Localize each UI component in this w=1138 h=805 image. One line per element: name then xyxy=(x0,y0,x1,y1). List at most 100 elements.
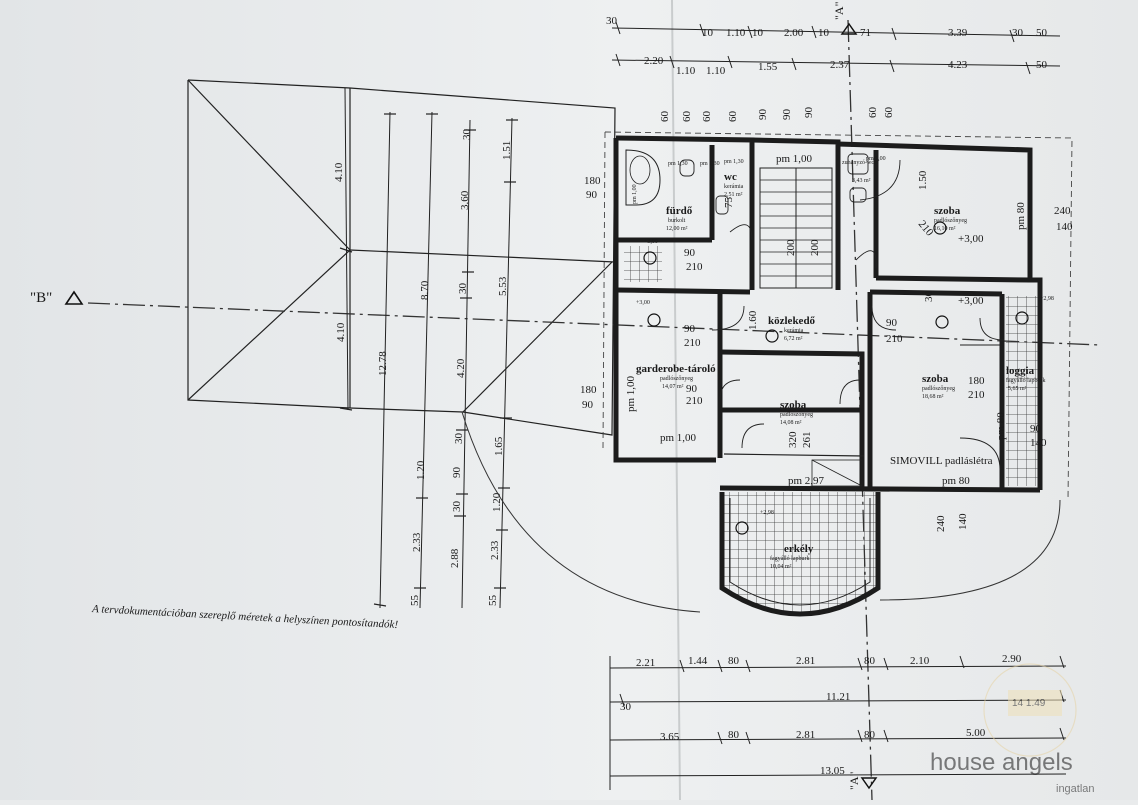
svg-text:padlószőnyeg: padlószőnyeg xyxy=(922,386,955,392)
level-mark-2: pm 1,30 xyxy=(700,161,720,167)
height-marks: +3,00 +3,00 +3,00 +3,00 +2,98 +2,98 xyxy=(636,221,1054,535)
svg-text:16,10 m²: 16,10 m² xyxy=(934,226,956,232)
left-dim-c6: 2.88 xyxy=(449,548,461,568)
bottom-dim-3-1: 80 xyxy=(728,729,740,741)
section-line-b: "B" xyxy=(30,290,1101,346)
svg-text:fagyálló lapburk: fagyálló lapburk xyxy=(1006,377,1046,384)
bottom-dim-1-3: 2.81 xyxy=(796,655,815,667)
door-dim-180a: 180 xyxy=(584,175,601,187)
level-symbol-icon xyxy=(735,521,749,535)
svg-text:erkély: erkély xyxy=(784,543,814,555)
svg-text:fürdő: fürdő xyxy=(666,205,693,217)
eaves-contour xyxy=(461,131,1073,613)
paper-fold xyxy=(671,0,681,801)
vdim-8: 90 xyxy=(803,107,815,119)
left-dim-b3: 55 xyxy=(409,595,421,607)
door-dim-210e: 210 xyxy=(968,389,985,401)
level-mark-6: pm 1,00 xyxy=(660,432,697,444)
door-dim-210d: 210 xyxy=(686,395,703,407)
left-dim-b0: 8.70 xyxy=(419,280,431,300)
door-dim-210b2: 210 xyxy=(886,333,903,345)
height-3: +3,00 xyxy=(958,295,984,307)
watermark-sub: ingatlan xyxy=(1056,783,1095,795)
door-dim-320: 320 xyxy=(787,431,799,448)
top-dim-2-5: 4.23 xyxy=(948,59,968,71)
door-dim-180b: 180 xyxy=(580,384,597,396)
vdim-7: 60 xyxy=(727,111,739,123)
ladder-label: SIMOVILL padláslétra xyxy=(890,455,993,467)
door-dim-140a: 140 xyxy=(1056,221,1073,233)
left-dim-c2: 30 xyxy=(457,283,469,295)
height-4: +2,98 xyxy=(1040,296,1054,302)
bottom-dim-4-0: 13.05 xyxy=(820,765,845,777)
vdim-5: 60 xyxy=(867,107,879,119)
svg-text:burkolt: burkolt xyxy=(668,218,686,224)
bottom-dim-3-2: 2.81 xyxy=(796,729,815,741)
door-dim-75: 75 xyxy=(723,197,735,209)
door-dim-140c: 140 xyxy=(1030,437,1047,449)
level-symbol-icon xyxy=(643,251,657,265)
watermark: 14 1.49 house angels ingatlan xyxy=(930,663,1095,795)
roof-outline xyxy=(187,79,616,436)
top-dim-2-0: 2.20 xyxy=(644,55,664,67)
door-dim-30: 30 xyxy=(923,291,935,303)
left-dim-d4: 2.33 xyxy=(489,540,501,560)
svg-text:12,00 m²: 12,00 m² xyxy=(666,226,688,232)
shower-tray xyxy=(624,246,662,282)
bottom-dim-1-5: 2.10 xyxy=(910,655,930,667)
section-a-top-marker-icon xyxy=(840,22,858,35)
door-swings xyxy=(711,159,1005,471)
top-dim-2-4: 2.37 xyxy=(830,59,850,71)
bottom-dim-3-4: 5.00 xyxy=(966,727,986,739)
room-loggia: loggia fagyálló lapburk 5,65 m² xyxy=(1006,365,1046,392)
door-dim-90b: 90 xyxy=(582,399,594,411)
top-dim-2-6: 50 xyxy=(1036,59,1048,71)
svg-text:garderobe-tároló: garderobe-tároló xyxy=(636,363,716,375)
room-wc: wc kerámia 2,51 m² xyxy=(724,171,744,198)
room-kozlekedo: közlekedő kerámia 6,72 m² xyxy=(768,315,816,342)
room-labels: fürdő burkolt 12,00 m² wc kerámia 2,51 m… xyxy=(636,160,1046,570)
door-dim-150: 1.50 xyxy=(917,170,929,190)
level-mark-1: pm 1,30 xyxy=(668,161,688,167)
left-dim-a0: 4.10 xyxy=(333,162,345,182)
svg-text:közlekedő: közlekedő xyxy=(768,315,816,327)
top-dim-1-7: 3.39 xyxy=(948,27,968,39)
opening-height-dims: 60 60 60 90 90 60 60 60 90 xyxy=(659,107,895,123)
left-dim-c4: 30 xyxy=(453,433,465,445)
left-dim-total: 12.78 xyxy=(377,351,389,376)
left-dimension-chains: 4.10 4.10 12.78 8.70 1.20 2.33 55 30 3.6… xyxy=(333,87,518,609)
svg-text:6,72 m²: 6,72 m² xyxy=(784,336,803,342)
top-dim-1-3: 10 xyxy=(752,27,764,39)
svg-text:18,68 m²: 18,68 m² xyxy=(922,394,944,400)
bottom-dim-3-0: 3.65 xyxy=(660,731,680,743)
svg-text:padlószőnyeg: padlószőnyeg xyxy=(780,412,813,418)
svg-text:2,51 m²: 2,51 m² xyxy=(724,192,743,198)
level-symbol-icon xyxy=(935,315,949,329)
level-mark-11: pm 1,00 xyxy=(866,156,886,162)
level-mark-9: pm 80 xyxy=(1015,202,1027,230)
level-mark-4: pm 1,00 xyxy=(776,153,813,165)
level-mark-0: pm 1,00 xyxy=(632,184,638,204)
room-erkely: erkély fagyálló lapburk 10,04 m² xyxy=(770,543,814,570)
section-b-label: "B" xyxy=(30,290,52,306)
left-dim-d3: 1.20 xyxy=(491,492,503,512)
height-1: +3,00 xyxy=(636,300,650,306)
height-5: +2,98 xyxy=(760,510,774,516)
top-dim-1-5: 10 xyxy=(818,27,830,39)
watermark-plate: 14 1.49 xyxy=(1012,698,1046,709)
vdim-4: 90 xyxy=(781,109,793,121)
svg-text:14,08 m²: 14,08 m² xyxy=(780,420,802,426)
section-a-bottom-label: "A" xyxy=(847,771,861,790)
left-dim-c0: 30 xyxy=(461,129,473,141)
top-dim-1-4: 2.00 xyxy=(784,27,804,39)
section-b-marker-icon xyxy=(64,290,84,305)
level-mark-10: pm 80 xyxy=(995,412,1007,440)
door-dim-240b: 240 xyxy=(935,515,947,532)
door-dim-90e: 90 xyxy=(1030,423,1042,435)
watermark-brand: house angels xyxy=(930,749,1073,776)
room-garderobe: garderobe-tároló padlószőnyeg 14,07 m² xyxy=(636,363,716,390)
left-dim-c7: 30 xyxy=(451,501,463,513)
room-szoba-2: szoba padlószőnyeg 14,08 m² xyxy=(780,399,813,426)
room-kamra: zuhanyzó-wc 3,43 m² xyxy=(842,160,874,184)
door-dim-210: 210 xyxy=(686,261,703,273)
